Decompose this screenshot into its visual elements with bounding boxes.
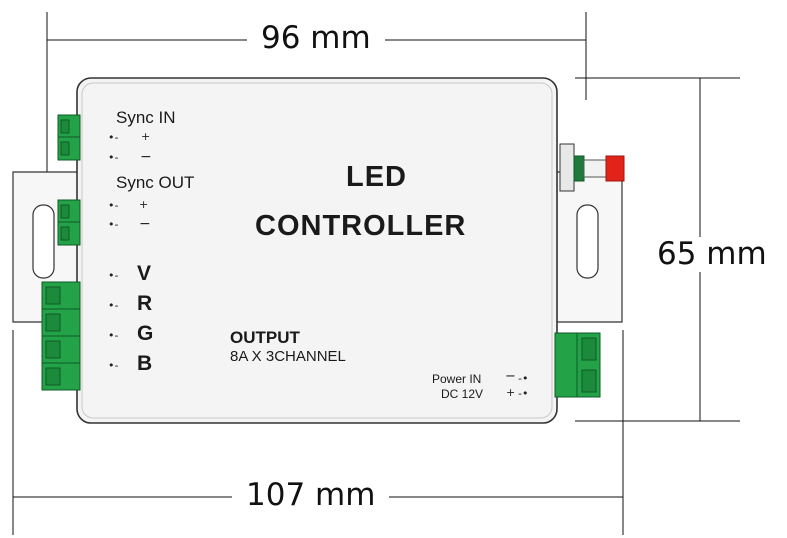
output-title: OUTPUT bbox=[230, 328, 300, 347]
title-line-2: CONTROLLER bbox=[255, 210, 467, 242]
sync-out-pin-plus-marker: •- bbox=[108, 199, 119, 212]
power-in-label: Power IN bbox=[432, 372, 482, 386]
sync-out-pin-plus: + bbox=[139, 198, 149, 211]
sync-out-pin-minus: − bbox=[139, 216, 151, 232]
power-in-pin-plus-marker: -• bbox=[518, 387, 529, 400]
sync-in-pin-minus: − bbox=[140, 149, 152, 165]
title-line-1: LED bbox=[346, 161, 407, 193]
output-terminal bbox=[41, 281, 81, 391]
dim-label-right: 65 mm bbox=[655, 236, 769, 272]
right-connector bbox=[559, 143, 625, 192]
power-in-terminal bbox=[554, 332, 601, 398]
sync-in-pin-plus: + bbox=[141, 130, 151, 143]
sync-in-terminal bbox=[57, 114, 81, 161]
output-spec: 8A X 3CHANNEL bbox=[230, 348, 346, 365]
pin-g-label: G bbox=[137, 322, 154, 345]
pin-b-marker: •- bbox=[108, 359, 119, 372]
controller-body bbox=[76, 77, 558, 424]
controller-body-inner bbox=[81, 82, 553, 419]
power-in-pin-minus: − bbox=[505, 369, 516, 384]
pin-v-marker: •- bbox=[108, 269, 119, 282]
sync-out-terminal bbox=[57, 199, 81, 246]
sync-out-pin-minus-marker: •- bbox=[108, 218, 119, 231]
pin-r-label: R bbox=[137, 292, 153, 315]
sync-in-label: Sync IN bbox=[116, 108, 176, 127]
mounting-slot-right bbox=[576, 204, 599, 279]
power-in-spec: DC 12V bbox=[441, 387, 484, 401]
mounting-slot-left bbox=[32, 204, 55, 279]
dim-label-top: 96 mm bbox=[247, 23, 385, 54]
pin-g-marker: •- bbox=[108, 329, 119, 342]
power-in-pin-minus-marker: -• bbox=[518, 372, 529, 385]
pin-r-marker: •- bbox=[108, 299, 119, 312]
sync-in-pin-plus-marker: •- bbox=[108, 131, 119, 144]
pin-v-label: V bbox=[137, 262, 152, 285]
sync-in-pin-minus-marker: •- bbox=[108, 151, 119, 164]
sync-out-label: Sync OUT bbox=[116, 173, 195, 192]
power-in-pin-plus: + bbox=[506, 386, 516, 399]
dim-label-bottom: 107 mm bbox=[232, 480, 390, 511]
pin-b-label: B bbox=[137, 352, 153, 375]
